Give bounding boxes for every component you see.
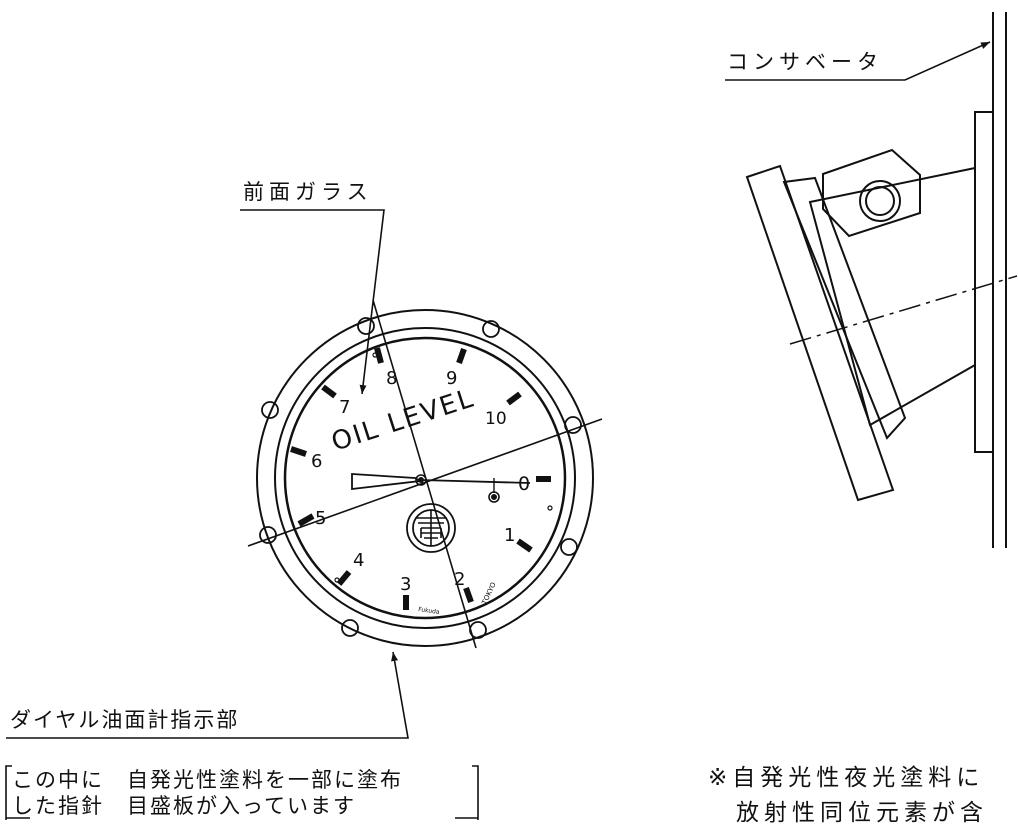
gauge-pointer: [351, 473, 423, 491]
dial-gauge-front-view: [247, 299, 603, 649]
indicator-pin: [488, 491, 500, 503]
terminal-box: [822, 148, 921, 238]
dial-center-lines: [247, 299, 603, 649]
bolt-hole: [564, 416, 582, 434]
scale-label-8: 8: [386, 368, 397, 389]
scale-label-6: 6: [311, 451, 322, 472]
indicator-pin-dot: [491, 494, 497, 500]
pointer-hub: [415, 474, 427, 486]
radioactive-note-line-2: 放射性同位元素が含: [736, 800, 988, 826]
side-center-line: [789, 275, 1018, 345]
dial-face: [283, 336, 567, 620]
bolt-hole: [357, 317, 375, 335]
front-glass-leader: [240, 209, 385, 395]
bolt-hole: [341, 619, 359, 637]
scale-label-9: 9: [446, 368, 457, 389]
mounting-plate: [974, 111, 994, 453]
bolt-hole: [482, 320, 500, 338]
description-line-1-b: 自発光性塗料を一部に塗布: [127, 768, 403, 792]
scale-label-3: 3: [400, 574, 411, 595]
inner-bezel-ring: [274, 327, 576, 629]
bolt-hole: [261, 401, 279, 419]
small-screw: [334, 577, 340, 583]
dial-indicator-leader: [6, 651, 409, 739]
scale-tick-9: [456, 347, 467, 365]
terminal-box-gland-inner: [865, 186, 895, 216]
description-line-1-a: この中に: [12, 768, 104, 792]
radioactive-note-line-1: ※自発光性夜光塗料に: [708, 765, 985, 791]
scale-label-10: 10: [485, 409, 507, 429]
scale-label-4: 4: [353, 550, 364, 571]
scale-tick-4: [336, 570, 352, 586]
bolt-hole: [259, 526, 277, 544]
leader-lines: [6, 41, 991, 739]
center-line-vertical: [372, 299, 477, 649]
scale-label-1: 1: [504, 525, 515, 546]
dial-city-text: TOKYO: [480, 581, 498, 607]
scale-tick-6: [290, 446, 307, 457]
scale-tick-1: [516, 538, 533, 553]
dial-indicator-label: ダイヤル油面計指示部: [10, 708, 240, 732]
small-screw: [547, 505, 553, 511]
side-front-glass: [782, 176, 907, 440]
dial-maker-text: Fukuda: [418, 606, 441, 616]
scale-label-2: 2: [454, 569, 465, 590]
description-box-bracket: [5, 765, 479, 820]
small-screw: [372, 352, 378, 358]
scale-label-0: 0: [518, 473, 530, 495]
description-line-2-b: 目盛板が入っています: [127, 794, 356, 818]
conservator-label: コンサベータ: [727, 50, 883, 74]
scale-tick-2: [463, 586, 474, 604]
manufacturer-logo-emblem: [406, 503, 456, 553]
scale-label-5: 5: [315, 508, 326, 529]
pointer-needle: [420, 479, 531, 484]
terminal-box-gland: [859, 180, 901, 222]
description-line-2-a: した指針: [12, 794, 104, 818]
outer-flange-ring: [256, 309, 594, 647]
side-outer-flange: [745, 164, 895, 502]
scale-tick-5: [297, 513, 315, 527]
bolt-hole: [560, 538, 578, 556]
scale-ticks: [290, 347, 551, 610]
scale-label-7: 7: [339, 397, 350, 418]
scale-tick-8: [374, 347, 384, 364]
pointer-hub-dot: [418, 477, 424, 483]
gauge-side-view: [745, 12, 1018, 548]
front-glass-label: 前面ガラス: [243, 180, 373, 204]
scale-tick-10: [506, 391, 522, 406]
scale-tick-7: [321, 384, 337, 399]
conservator-leader: [725, 41, 991, 81]
dial-title: OIL LEVEL: [328, 383, 479, 457]
